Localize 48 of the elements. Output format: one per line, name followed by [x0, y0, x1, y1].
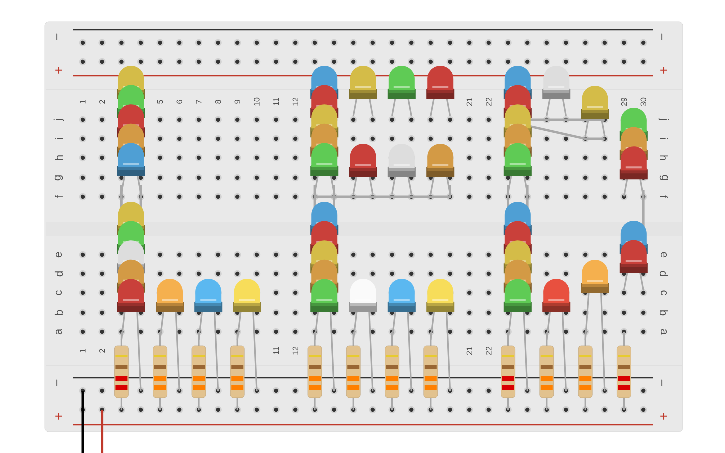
rail-sign: −	[56, 380, 58, 386]
row-letter: i	[660, 138, 668, 140]
column-number: 11	[274, 347, 280, 355]
row-letter: c	[56, 290, 62, 296]
column-number: 22	[486, 98, 492, 106]
column-number: 2	[100, 100, 106, 104]
row-letter: e	[56, 252, 62, 258]
column-number: 1	[80, 100, 86, 104]
column-number: 21	[466, 98, 472, 106]
row-letter: g	[54, 176, 64, 181]
row-letter: j	[54, 120, 64, 122]
column-number: 12	[292, 98, 298, 106]
column-number: 1	[80, 349, 86, 353]
row-letter: c	[661, 290, 668, 296]
rail-sign: +	[660, 412, 668, 420]
row-letter: d	[660, 271, 668, 276]
row-letter: i	[55, 138, 63, 140]
row-letter: g	[660, 175, 668, 180]
column-number: 5	[158, 100, 164, 104]
row-letter: b	[54, 310, 64, 316]
row-letter: a	[56, 328, 62, 335]
column-number: 6	[176, 100, 182, 104]
column-number: 30	[640, 98, 646, 106]
column-number: 7	[196, 100, 202, 104]
rail-sign: −	[662, 34, 663, 40]
row-letter: f	[660, 196, 668, 199]
column-number: 8	[215, 100, 222, 104]
row-letter: h	[660, 156, 668, 160]
row-letter: e	[661, 252, 668, 258]
row-letter: d	[54, 272, 64, 277]
rail-sign: +	[56, 412, 62, 420]
column-number: 29	[621, 98, 628, 106]
row-letter: j	[658, 118, 670, 120]
column-number: 12	[292, 346, 298, 355]
rail-sign: −	[662, 380, 663, 386]
row-letter: a	[661, 329, 668, 336]
rail-sign: +	[56, 66, 62, 74]
rail-sign: +	[660, 66, 668, 74]
rail-sign: −	[56, 34, 58, 40]
column-number: 10	[254, 98, 260, 106]
column-number: 2	[100, 349, 106, 353]
column-number: 9	[234, 100, 240, 104]
row-letter: f	[55, 195, 63, 198]
column-number: 21	[466, 346, 472, 356]
row-letter: b	[660, 310, 668, 316]
column-number: 22	[486, 346, 492, 356]
column-number: 11	[274, 98, 280, 106]
row-letter: h	[55, 156, 63, 160]
